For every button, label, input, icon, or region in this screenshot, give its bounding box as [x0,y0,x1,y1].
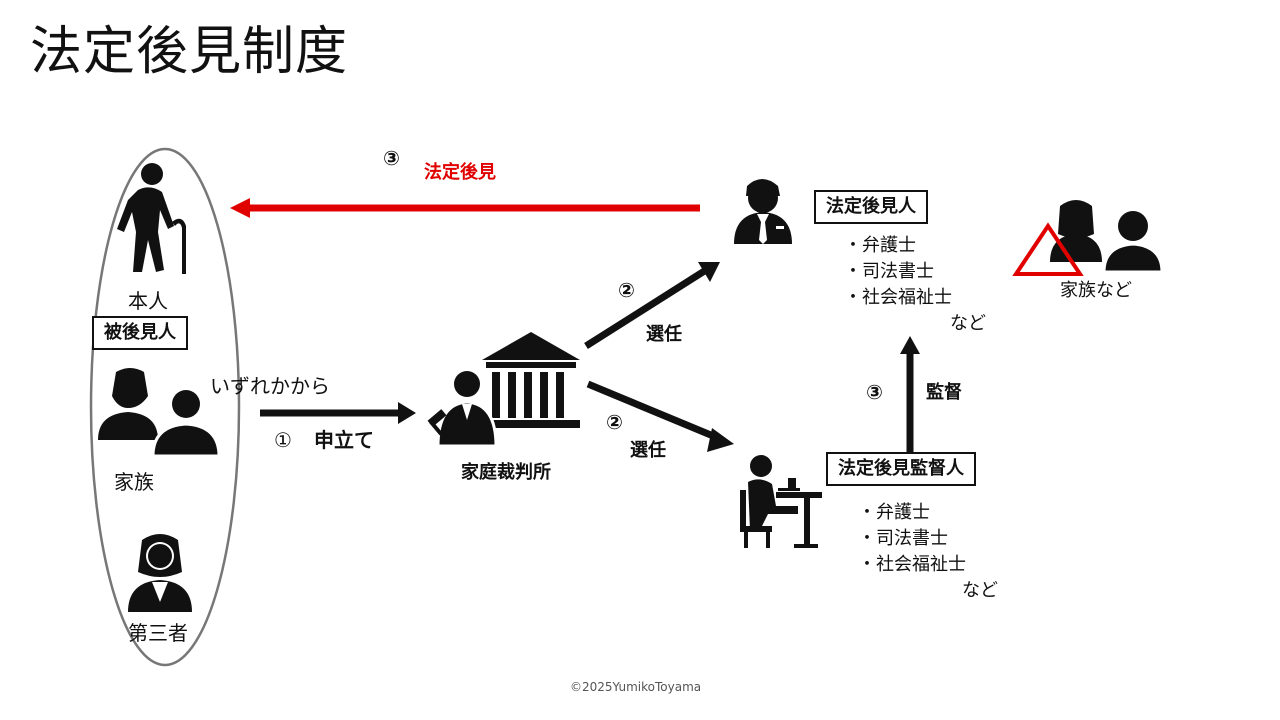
supervisor-title-box: 法定後見監督人 [826,452,976,486]
supervisor-at-desk-icon [740,455,822,548]
family-couple-icon [98,368,221,458]
arrow-legal-guardianship [230,198,700,218]
third-party-person-icon [128,534,192,612]
step-2-label-lower: 選任 [630,440,666,461]
label-legal-guardianship: 法定後見 [424,162,496,183]
judge-icon [427,368,498,448]
list-item-etc: など [962,580,998,601]
label-any-of: いずれかから [210,374,330,398]
step-2-number-upper: ② [618,278,635,302]
arrow-supervision [900,336,920,456]
page-title: 法定後見制度 [30,22,349,82]
label-family-etc: 家族など [1060,280,1132,301]
step-3-number-supervision: ③ [866,380,883,404]
step-1-label: 申立て [314,428,374,452]
list-item: ・社会福祉士 [858,554,966,575]
guardian-title-box: 法定後見人 [814,190,928,224]
label-family: 家族 [114,470,154,494]
list-item: ・弁護士 [844,235,916,256]
family-right-icon [1050,200,1164,274]
guardian-list: ・弁護士 ・司法書士 ・社会福祉士 など [844,233,986,337]
elderly-person-icon [117,163,186,274]
label-supervision: 監督 [926,382,962,403]
list-item: ・司法書士 [858,528,948,549]
arrow-appoint-supervisor [586,380,734,452]
guardian-person-icon [734,179,792,244]
label-third-party: 第三者 [128,621,188,645]
list-item-etc: など [950,313,986,334]
step-2-number-lower: ② [606,410,623,434]
list-item: ・社会福祉士 [844,287,952,308]
court-label: 家庭裁判所 [461,462,551,483]
arrow-petition [260,402,416,424]
step-1-number: ① [274,428,292,452]
list-item: ・弁護士 [858,502,930,523]
warning-triangle-icon [1012,222,1084,276]
step-2-label-upper: 選任 [646,324,682,345]
court-building-icon [482,332,580,428]
applicants-ellipse [89,147,241,667]
list-item: ・司法書士 [844,261,934,282]
copyright-notice: ©2025YumikoToyama [570,680,702,694]
step-3-number-guardianship: ③ [383,146,400,170]
label-ward-box: 被後見人 [92,316,188,350]
arrow-appoint-guardian [584,262,720,349]
label-principal: 本人 [128,289,168,313]
supervisor-list: ・弁護士 ・司法書士 ・社会福祉士 など [858,500,998,604]
